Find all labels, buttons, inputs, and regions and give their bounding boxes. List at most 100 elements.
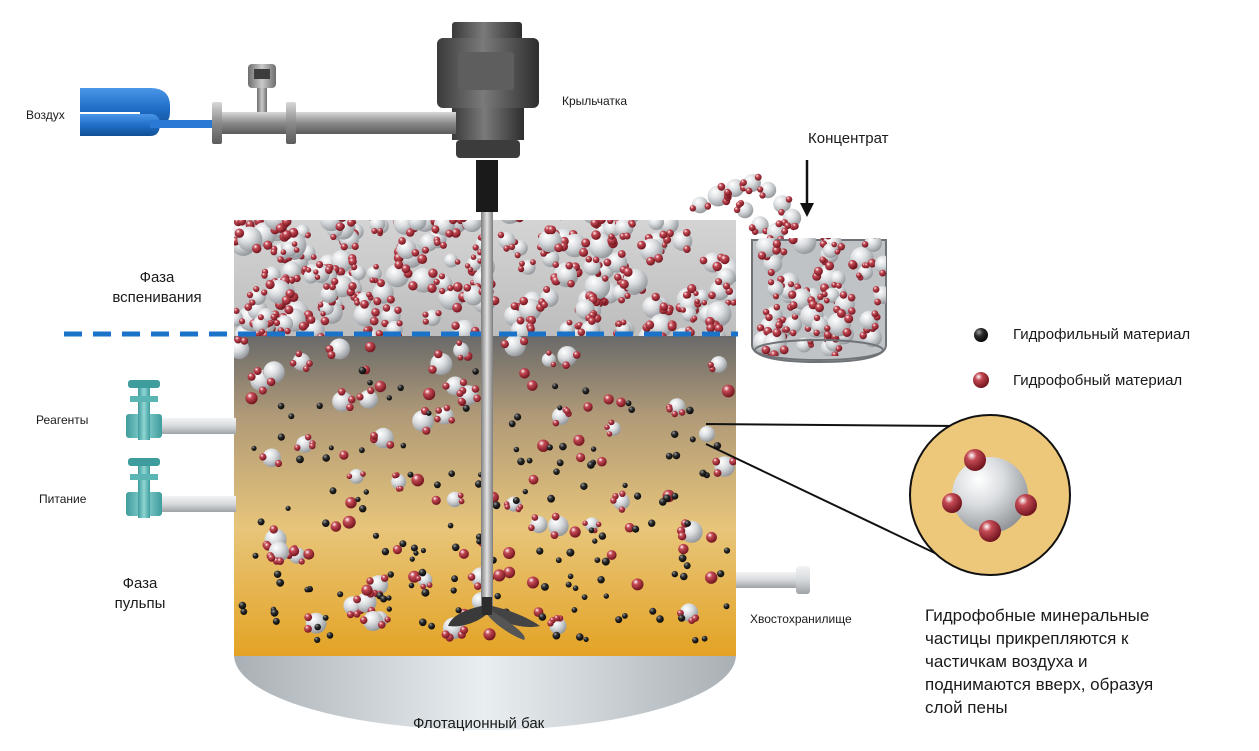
hydrophilic-particle	[276, 578, 285, 587]
legend-hydrophilic-label: Гидрофильный материал	[1013, 326, 1191, 343]
hydrophilic-particle	[359, 505, 367, 513]
hydrophobic-particle	[603, 394, 614, 405]
hydrophobic-particle	[791, 222, 799, 230]
hydrophobic-particle	[275, 223, 286, 233]
hydrophilic-particle	[565, 581, 572, 588]
hydrophilic-particle	[594, 557, 601, 563]
concentrate-vessel-rim	[754, 339, 884, 361]
hydrophobic-particle	[662, 211, 670, 219]
hydrophobic-particle	[528, 474, 539, 485]
hydrophobic-particle	[288, 545, 300, 557]
hydrophilic-particle	[475, 480, 483, 488]
hydrophobic-particle	[397, 485, 404, 492]
hydrophobic-particle	[706, 531, 717, 543]
hydrophobic-particle	[377, 228, 384, 234]
hydrophobic-particle	[603, 258, 612, 267]
hydrophobic-particle	[398, 237, 406, 245]
hydrophilic-particle	[536, 547, 544, 555]
hydrophobic-particle	[784, 222, 792, 230]
hydrophobic-particle	[579, 247, 589, 257]
hydrophobic-particle	[588, 317, 596, 325]
hydrophobic-particle	[659, 230, 668, 239]
hydrophobic-particle	[369, 316, 379, 326]
hydrophobic-particle	[606, 550, 617, 560]
hydrophilic-particle	[418, 568, 427, 577]
hydrophobic-particle	[769, 350, 779, 356]
hydrophobic-particle	[872, 286, 880, 293]
reagents-valve-ring	[130, 396, 158, 402]
hydrophobic-particle	[874, 298, 881, 306]
hydrophobic-particle	[678, 409, 686, 416]
hydrophobic-particle	[232, 205, 238, 211]
hydrophobic-particle	[705, 571, 718, 584]
hydrophobic-particle	[384, 616, 391, 623]
air-bubble	[252, 316, 268, 333]
hydrophilic-particle	[683, 562, 691, 570]
hydrophobic-particle	[602, 275, 609, 282]
hydrophilic-particle	[277, 433, 285, 441]
hydrophilic-particle	[665, 452, 673, 460]
hydrophobic-particle	[713, 469, 722, 477]
hydrophilic-particle	[582, 387, 590, 395]
hydrophobic-particle	[426, 582, 433, 588]
hydrophobic-particle	[817, 293, 824, 300]
hydrophilic-particle	[538, 613, 547, 621]
hydrophobic-particle	[253, 367, 262, 375]
hydrophobic-particle	[680, 307, 686, 313]
hydrophobic-particle	[448, 417, 456, 424]
hydrophobic-particle	[754, 173, 762, 181]
hydrophobic-particle	[303, 548, 315, 560]
air-bubble	[642, 296, 665, 319]
hydrophilic-particle	[671, 492, 679, 500]
hydrophobic-particle	[289, 359, 297, 367]
hydrophobic-particle	[302, 365, 310, 373]
hydrophobic-particle	[637, 207, 644, 214]
hydrophobic-particle	[471, 385, 480, 393]
air-bubble	[453, 342, 469, 359]
hydrophilic-particle	[701, 635, 708, 642]
hydrophilic-particle	[672, 451, 681, 460]
hydrophilic-particle	[355, 496, 361, 502]
hydrophilic-particle	[592, 538, 598, 544]
hydrophobic-particle	[804, 227, 813, 236]
hydrophobic-particle	[273, 319, 281, 327]
hydrophobic-particle	[834, 249, 841, 255]
shaft-coupling	[476, 160, 498, 212]
hydrophobic-particle	[325, 266, 333, 274]
air-bubble	[366, 266, 382, 281]
hydrophobic-particle	[369, 277, 376, 284]
hydrophobic-particle	[266, 207, 276, 217]
hydrophilic-particle	[628, 406, 635, 414]
hydrophobic-particle	[762, 308, 770, 316]
hydrophobic-particle	[527, 380, 538, 391]
motor-cap	[452, 22, 522, 42]
hydrophobic-particle	[280, 249, 287, 255]
hydrophobic-particle	[691, 315, 698, 322]
hydrophobic-particle	[730, 299, 736, 306]
hydrophilic-particle	[555, 557, 562, 564]
hydrophobic-particle	[456, 340, 463, 346]
hydrophobic-particle	[382, 304, 391, 312]
hydrophobic-particle	[310, 254, 317, 260]
hydrophobic-particle	[717, 182, 726, 191]
hydrophilic-particle	[601, 557, 610, 566]
hydrophilic-particle	[372, 532, 380, 539]
hydrophobic-particle	[458, 548, 469, 559]
hydrophobic-particle	[266, 377, 275, 386]
hydrophobic-particle	[354, 300, 360, 306]
hydrophilic-particle	[583, 636, 589, 643]
hydrophobic-particle	[723, 282, 730, 290]
hydrophobic-particle	[263, 240, 273, 250]
hydrophobic-particle	[307, 315, 316, 324]
hydrophobic-particle	[348, 257, 357, 266]
hydrophilic-particle	[603, 593, 609, 599]
hydrophobic-particle	[371, 228, 378, 234]
hydrophilic-particle	[680, 572, 688, 581]
froth-phase-label: Фаза вспенивания	[112, 269, 202, 306]
hydrophobic-particle	[844, 314, 854, 324]
hydrophobic-particle	[392, 472, 398, 479]
hydrophobic-particle	[527, 576, 539, 589]
hydrophilic-particle	[476, 538, 482, 545]
hydrophilic-particle	[421, 588, 430, 597]
hydrophobic-particle	[483, 628, 496, 641]
